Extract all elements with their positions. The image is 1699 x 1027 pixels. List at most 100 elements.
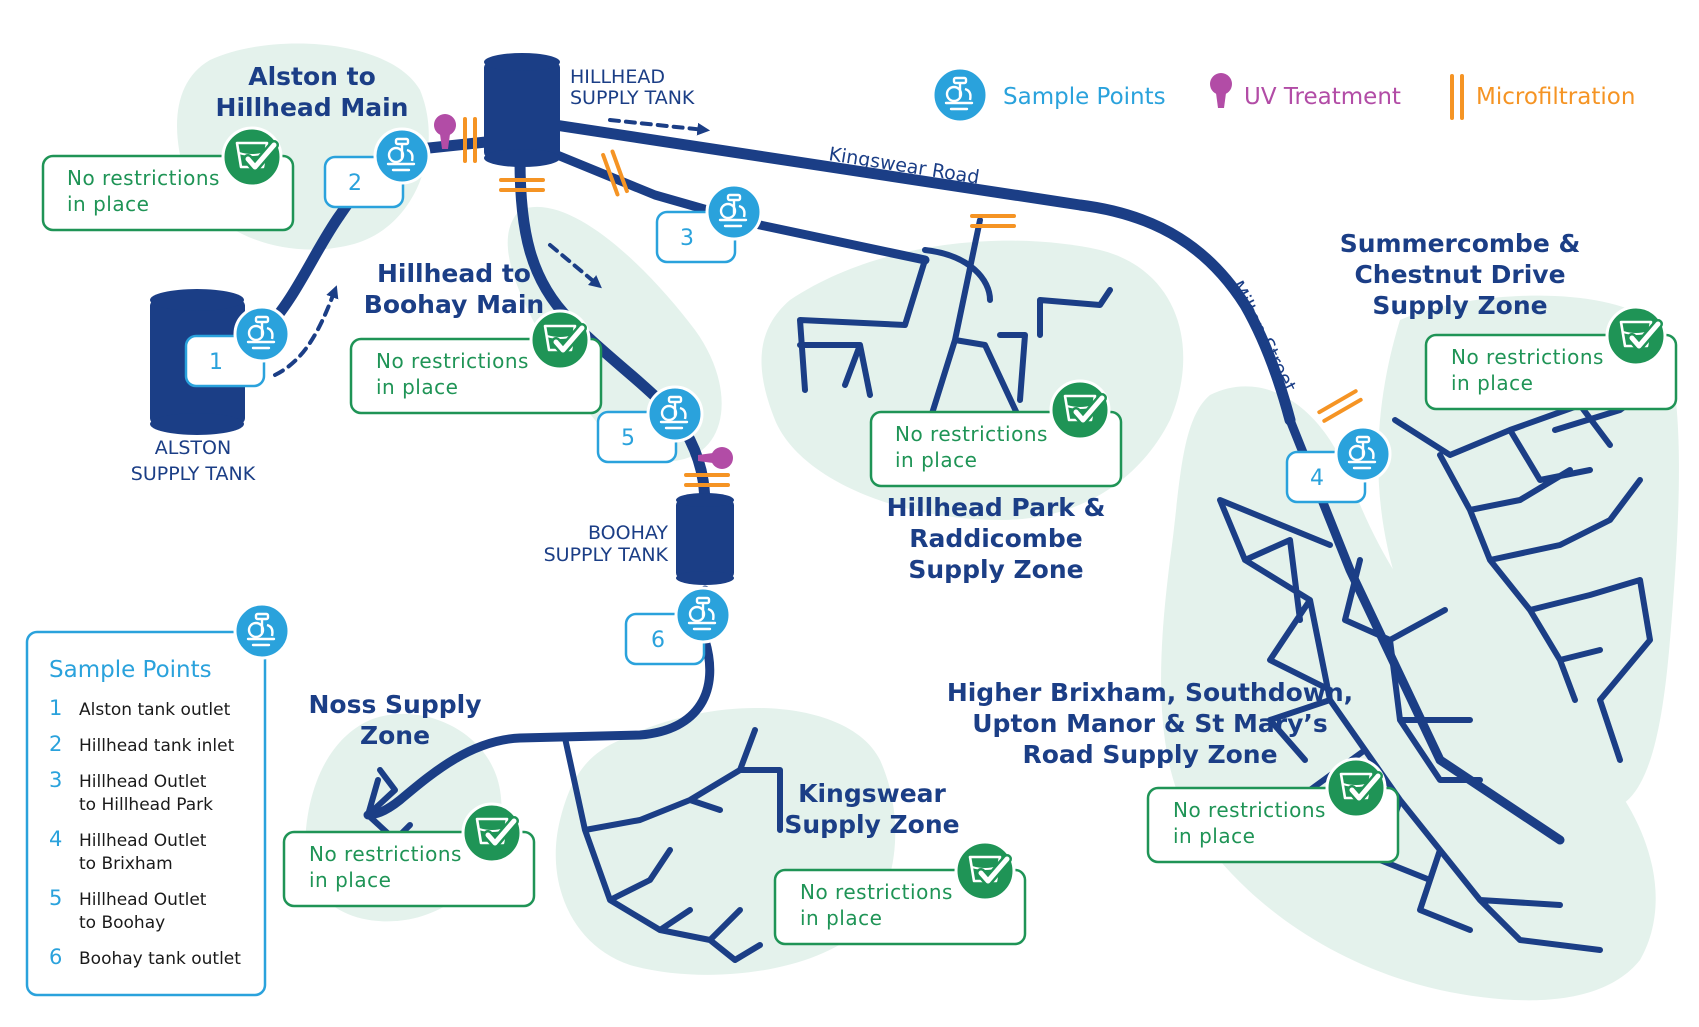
status-boxes: No restrictions in place No restrictions…	[41, 128, 1678, 946]
svg-text:in place: in place	[67, 192, 149, 216]
hillhead-to-boohay-main	[514, 154, 711, 516]
panel-item-text: Alston tank outlet	[79, 700, 231, 720]
sample-points: 1 2 3 4 5 6	[184, 127, 1392, 666]
zone-title-kingswear-1: Kingswear	[798, 779, 946, 808]
zone-title-higher-brixham-3: Road Supply Zone	[1022, 740, 1277, 769]
sample-point-icon	[1334, 425, 1392, 483]
zone-title-higher-brixham-1: Higher Brixham, Southdown,	[947, 678, 1353, 707]
hillhead-tank-label-2: SUPPLY TANK	[570, 87, 695, 109]
sample-number-2: 2	[348, 171, 362, 196]
sample-points-panel: Sample Points 1 Alston tank outlet 2 Hil…	[25, 602, 291, 997]
panel-sample-icon	[233, 602, 291, 660]
sample-number-3: 3	[680, 226, 694, 251]
status-kingswear: No restrictions in place	[773, 842, 1027, 946]
panel-item-num: 4	[49, 827, 62, 851]
kingswear-road-main	[549, 119, 1296, 426]
panel-item-text: Hillhead Outlet	[79, 772, 207, 792]
legend-sample-points: Sample Points	[1003, 84, 1166, 110]
sample-point-4: 4	[1285, 425, 1392, 504]
alston-tank-label-2: SUPPLY TANK	[131, 463, 256, 485]
zone-title-hillhead-park-1: Hillhead Park &	[887, 493, 1106, 522]
zone-title-alston-2: Hillhead Main	[216, 93, 409, 122]
boohay-supply-tank: BOOHAY SUPPLY TANK	[544, 493, 734, 585]
hillhead-supply-tank: HILLHEAD SUPPLY TANK	[484, 53, 695, 167]
zone-title-noss-1: Noss Supply	[308, 690, 481, 719]
status-hillhead-boohay: No restrictions in place	[349, 311, 603, 415]
panel-title: Sample Points	[49, 657, 212, 683]
hillhead-tank-label-1: HILLHEAD	[570, 66, 665, 88]
boohay-tank-label-2: SUPPLY TANK	[544, 544, 669, 566]
microfiltration-icon	[1317, 389, 1363, 423]
sample-point-icon	[674, 586, 732, 644]
status-alston-hillhead: No restrictions in place	[41, 128, 295, 232]
zone-title-hillhead-park-3: Supply Zone	[908, 555, 1083, 584]
panel-item-text: Boohay tank outlet	[79, 949, 241, 969]
svg-text:No restrictions: No restrictions	[309, 842, 462, 866]
status-higher-brixham: No restrictions in place	[1146, 759, 1400, 864]
legend-sample-point-icon	[931, 66, 989, 124]
sample-number-5: 5	[621, 426, 635, 451]
zone-title-summercombe-1: Summercombe &	[1340, 229, 1581, 258]
svg-text:in place: in place	[1451, 371, 1533, 395]
alston-tank-label-1: ALSTON	[155, 437, 231, 459]
svg-text:No restrictions: No restrictions	[1173, 798, 1326, 822]
panel-item-text: Hillhead Outlet	[79, 890, 207, 910]
sample-point-3: 3	[655, 183, 763, 264]
sample-number-4: 4	[1310, 466, 1324, 491]
legend-uv-treatment: UV Treatment	[1244, 84, 1401, 110]
check-status-icon	[1607, 307, 1665, 365]
svg-text:No restrictions: No restrictions	[1451, 345, 1604, 369]
legend-uv-icon	[1210, 73, 1232, 108]
zone-title-summercombe-2: Chestnut Drive	[1354, 260, 1565, 289]
svg-text:No restrictions: No restrictions	[895, 422, 1048, 446]
sample-point-5: 5	[596, 385, 704, 464]
panel-item-text: to Hillhead Park	[79, 795, 213, 815]
zone-title-kingswear-2: Supply Zone	[784, 810, 959, 839]
panel-item-num: 2	[49, 732, 62, 756]
legend: Sample Points UV Treatment Microfiltrati…	[931, 66, 1635, 124]
sample-point-1: 1	[184, 305, 291, 388]
zone-titles: Alston to Hillhead Main Hillhead to Booh…	[216, 62, 1581, 839]
panel-item-text: Hillhead Outlet	[79, 831, 207, 851]
sample-number-6: 6	[651, 628, 665, 653]
zone-title-hillhead-park-2: Raddicombe	[909, 524, 1082, 553]
check-status-icon	[1051, 381, 1109, 439]
svg-text:in place: in place	[895, 448, 977, 472]
zone-title-higher-brixham-2: Upton Manor & St Mary’s	[972, 709, 1328, 738]
svg-text:in place: in place	[1173, 824, 1255, 848]
milton-street-label: Milton Street	[1226, 277, 1301, 396]
svg-text:in place: in place	[309, 868, 391, 892]
sample-number-1: 1	[209, 350, 223, 375]
svg-text:in place: in place	[800, 906, 882, 930]
zone-title-boohay-main-1: Hillhead to	[377, 259, 531, 288]
panel-item-num: 5	[49, 886, 62, 910]
panel-item-num: 3	[49, 768, 62, 792]
check-status-icon	[223, 128, 281, 186]
zone-title-noss-2: Zone	[360, 721, 430, 750]
legend-microfiltration: Microfiltration	[1476, 84, 1635, 110]
status-noss: No restrictions in place	[282, 804, 536, 908]
panel-item-num: 6	[49, 945, 62, 969]
flow-arrows	[273, 118, 711, 377]
check-status-icon	[1327, 759, 1385, 817]
svg-text:in place: in place	[376, 375, 458, 399]
sample-point-icon	[373, 127, 431, 185]
sample-point-6: 6	[624, 586, 732, 666]
sample-point-icon	[646, 385, 704, 443]
zone-title-summercombe-3: Supply Zone	[1372, 291, 1547, 320]
zone-title-boohay-main-2: Boohay Main	[364, 290, 544, 319]
boohay-tank-label-1: BOOHAY	[588, 522, 668, 544]
status-hillhead-park: No restrictions in place	[869, 381, 1123, 488]
svg-text:No restrictions: No restrictions	[376, 349, 529, 373]
sample-point-2: 2	[323, 127, 431, 209]
svg-text:No restrictions: No restrictions	[800, 880, 953, 904]
sample-point-icon	[233, 305, 291, 363]
check-status-icon	[463, 804, 521, 862]
status-summercombe: No restrictions in place	[1424, 307, 1678, 411]
panel-item-text: to Brixham	[79, 854, 173, 874]
sample-point-icon	[705, 183, 763, 241]
panel-item-text: Hillhead tank inlet	[79, 736, 235, 756]
check-status-icon	[956, 842, 1014, 900]
boohay-outlet-main	[363, 585, 715, 820]
